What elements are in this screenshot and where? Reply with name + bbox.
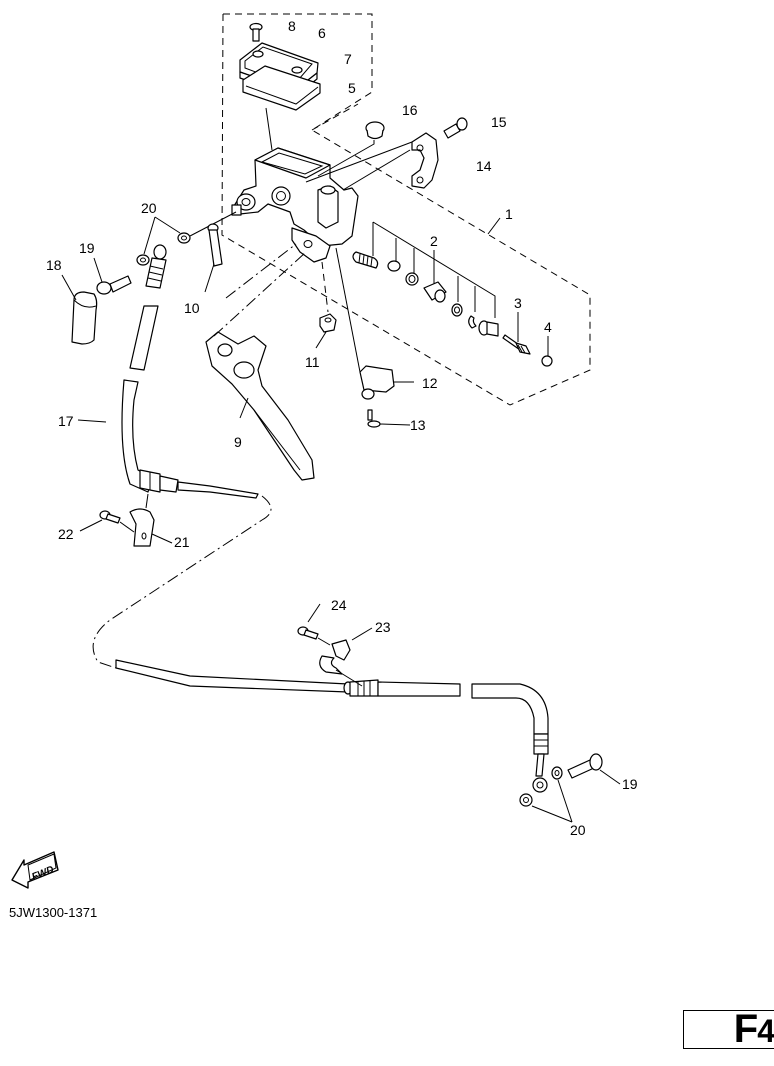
union-bolt-cover-part[interactable]	[71, 291, 98, 345]
fwd-indicator: FWD	[10, 850, 62, 890]
callout-19b[interactable]: 19	[622, 776, 638, 792]
switch-screw-part[interactable]	[367, 409, 381, 428]
rubber-cap-part[interactable]	[365, 121, 385, 140]
push-rod-part[interactable]	[502, 334, 531, 355]
brake-hose-upper-part[interactable]	[121, 244, 259, 499]
nut-part[interactable]	[319, 313, 337, 333]
callout-5[interactable]: 5	[348, 80, 356, 96]
callout-13[interactable]: 13	[410, 417, 426, 433]
fwd-arrow-icon: FWD	[11, 851, 59, 889]
union-bolt-lower-part[interactable]	[567, 753, 603, 779]
callout-24[interactable]: 24	[331, 597, 347, 613]
callout-23[interactable]: 23	[375, 619, 391, 635]
union-bolt-upper-part[interactable]	[96, 275, 132, 295]
lever-part[interactable]	[205, 331, 315, 481]
brake-switch-part[interactable]	[359, 365, 395, 400]
callout-16[interactable]: 16	[402, 102, 418, 118]
callout-9[interactable]: 9	[234, 434, 242, 450]
diaphragm-holder-part[interactable]	[242, 65, 321, 111]
callout-20a[interactable]: 20	[141, 200, 157, 216]
page-letter: F	[733, 1007, 758, 1051]
callout-3[interactable]: 3	[514, 295, 522, 311]
callout-21[interactable]: 21	[174, 534, 190, 550]
hose-clamp-part[interactable]	[319, 639, 351, 675]
callout-11[interactable]: 11	[305, 354, 320, 370]
copper-washer-lower-part[interactable]	[519, 766, 563, 807]
callout-10[interactable]: 10	[184, 300, 200, 316]
reservoir-group-boundary	[221, 13, 591, 406]
boot-cap-part[interactable]	[541, 355, 553, 367]
callout-6[interactable]: 6	[318, 25, 326, 41]
diagram-code: 5JW1300-1371	[9, 905, 98, 920]
clamp-bolt-part[interactable]	[443, 117, 468, 139]
brake-hose-lower-part[interactable]	[115, 659, 549, 793]
callout-20b[interactable]: 20	[570, 822, 586, 838]
holder-bolt-part[interactable]	[99, 510, 121, 524]
page-number: 4	[757, 1013, 774, 1049]
page-indicator: F4	[683, 1007, 774, 1051]
callout-15[interactable]: 15	[491, 114, 507, 130]
callout-22[interactable]: 22	[58, 526, 74, 542]
lever-pivot-bolt-part[interactable]	[207, 223, 223, 267]
piston-kit-parts[interactable]	[352, 221, 499, 337]
callout-19a[interactable]: 19	[79, 240, 95, 256]
cap-screw-part[interactable]	[249, 22, 263, 42]
clamp-bolt-lower-part[interactable]	[297, 626, 319, 640]
hose-holder-part[interactable]	[129, 508, 155, 547]
copper-washer-upper-part[interactable]	[136, 232, 191, 266]
callout-8[interactable]: 8	[288, 18, 296, 34]
callout-7[interactable]: 7	[344, 51, 352, 67]
callout-1[interactable]: 1	[505, 206, 513, 222]
callout-14[interactable]: 14	[476, 158, 492, 174]
callout-18[interactable]: 18	[46, 257, 62, 273]
callout-12[interactable]: 12	[422, 375, 438, 391]
cylinder-kit-boundary	[311, 103, 359, 131]
holder-clamp-part[interactable]	[411, 132, 439, 189]
callout-4[interactable]: 4	[544, 319, 552, 335]
callout-2[interactable]: 2	[430, 233, 438, 249]
callout-17[interactable]: 17	[58, 413, 74, 429]
master-cylinder-body[interactable]	[231, 147, 359, 263]
